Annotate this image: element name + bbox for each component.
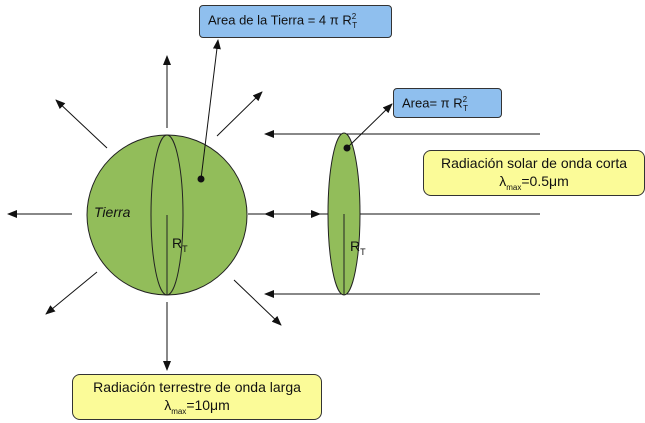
terrestrial-lambda-value: =10μm — [186, 397, 230, 413]
disk-area-box: Area= π R2T — [393, 88, 502, 118]
earth-label: Tierra — [94, 204, 131, 220]
disk-area-pointer — [346, 103, 393, 149]
disk-area-text: Area= π R — [402, 95, 463, 111]
disk-radius-label: RT — [350, 238, 366, 257]
arrow-up-right — [216, 91, 263, 137]
disk-area-sup: 2 — [462, 95, 468, 104]
earth-area-box: Area de la Tierra = 4 π R2T — [199, 5, 392, 38]
earth-radius-sub: T — [182, 243, 188, 254]
solar-lambda-symbol: λ — [499, 173, 507, 189]
terrestrial-lambda-symbol: λ — [164, 397, 172, 413]
disk-area-sub: T — [463, 103, 468, 113]
arrow-down-right — [233, 279, 282, 326]
terrestrial-radiation-arrows — [7, 55, 321, 371]
disk-radius-main: R — [350, 238, 361, 254]
solar-radiation-title: Radiación solar de onda corta — [440, 155, 627, 171]
arrow-down-left — [45, 271, 98, 315]
solar-lambda-value: =0.5μm — [521, 173, 569, 189]
earth-area-sub: T — [352, 20, 358, 30]
earth-area-pointer — [200, 39, 221, 180]
solar-lambda-sub: max — [506, 182, 522, 192]
arrow-up-left — [55, 99, 108, 149]
terrestrial-lambda-line: λmax=10μm — [73, 396, 321, 421]
earth-radius-label: RT — [172, 235, 188, 254]
terrestrial-radiation-title: Radiación terrestre de onda larga — [93, 379, 301, 395]
disk-radius-sub: T — [360, 246, 366, 257]
terrestrial-radiation-box: Radiación terrestre de onda larga λmax=1… — [72, 374, 322, 420]
solar-radiation-box: Radiación solar de onda corta λmax=0.5μm — [423, 150, 645, 196]
earth-area-sup: 2 — [351, 12, 357, 21]
terrestrial-lambda-sub: max — [171, 406, 187, 416]
earth-radius-main: R — [172, 235, 183, 251]
solar-lambda-line: λmax=0.5μm — [424, 172, 644, 197]
earth-area-text: Area de la Tierra = 4 π R — [208, 12, 352, 28]
solar-radiation-arrows — [264, 130, 540, 298]
